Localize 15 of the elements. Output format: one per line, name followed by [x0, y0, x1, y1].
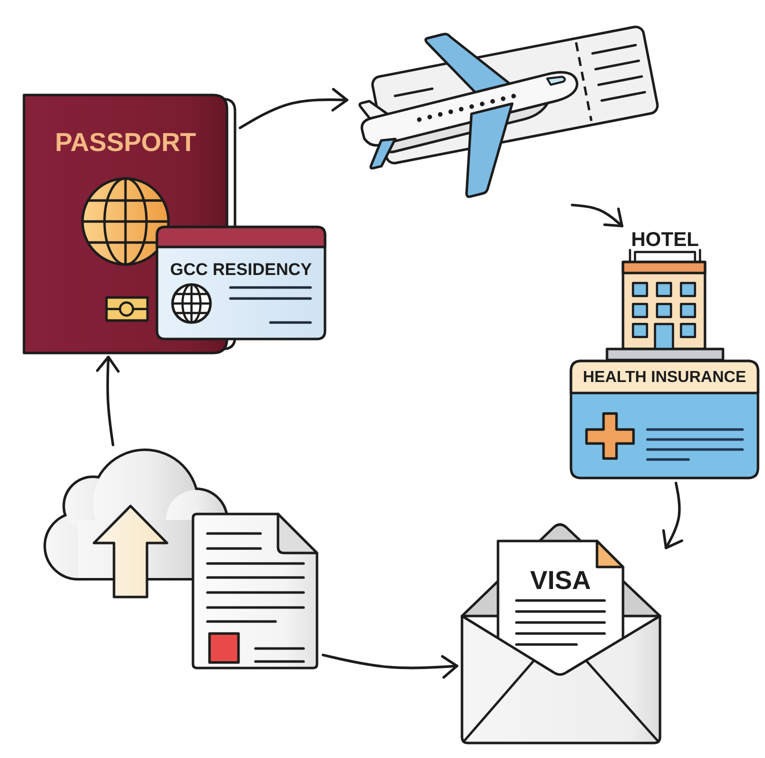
open-envelope [460, 521, 663, 745]
arrow [96, 356, 120, 446]
hotel-building [605, 229, 725, 360]
arrow [662, 482, 684, 550]
arrow [238, 88, 348, 130]
card-title: HEALTH INSURANCE [582, 370, 746, 386]
insurance-card [569, 360, 760, 480]
document-page [191, 512, 320, 670]
hotel-sign: HOTEL [631, 230, 699, 250]
arrow [322, 654, 458, 679]
id-card [156, 226, 327, 341]
card-title: GCC RESIDENCY [170, 261, 312, 278]
arrow [570, 204, 624, 228]
passport-title: PASSPORT [54, 129, 196, 155]
visa-title: VISA [530, 567, 591, 593]
